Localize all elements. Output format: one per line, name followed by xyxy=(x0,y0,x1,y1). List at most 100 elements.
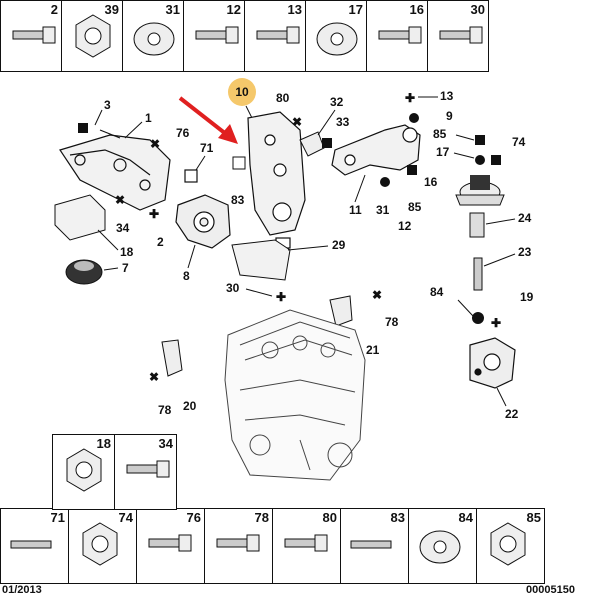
part-number: 74 xyxy=(118,510,133,525)
callout-84: 84 xyxy=(430,285,444,299)
nut-icon xyxy=(75,14,111,58)
callout-33: 33 xyxy=(336,115,350,129)
x-marker: ✖ xyxy=(150,137,160,151)
bolt-icon xyxy=(378,26,422,44)
part-cell[interactable]: 16 xyxy=(366,0,428,72)
callout-2: 2 xyxy=(157,235,164,249)
part-cell[interactable]: 80 xyxy=(272,508,341,584)
part-cell[interactable]: 30 xyxy=(427,0,489,72)
square-marker xyxy=(78,123,88,133)
part-cell[interactable]: 85 xyxy=(476,508,545,584)
callout-12: 12 xyxy=(398,219,412,233)
callout-78b: 78 xyxy=(158,403,172,417)
callout-23: 23 xyxy=(518,245,532,259)
part-cell[interactable]: 31 xyxy=(122,0,184,72)
part-cell[interactable]: 71 xyxy=(0,508,69,584)
part-cell[interactable]: 12 xyxy=(183,0,245,72)
part-number: 78 xyxy=(254,510,269,525)
spacer-24 xyxy=(469,212,485,238)
rubber-mount-7 xyxy=(65,259,103,285)
callout-17: 17 xyxy=(436,145,450,159)
washer-icon xyxy=(133,22,175,56)
part-number: 17 xyxy=(348,2,363,17)
stud-23 xyxy=(473,257,483,291)
clip-32 xyxy=(299,131,325,157)
engine-block xyxy=(224,309,366,481)
part-number: 84 xyxy=(458,510,473,525)
x-marker: ✖ xyxy=(372,288,382,302)
plate-29 xyxy=(231,239,291,281)
washer-icon xyxy=(316,22,358,56)
nut-icon xyxy=(490,522,526,566)
x-marker: ✖ xyxy=(149,370,159,384)
callout-21: 21 xyxy=(366,343,380,357)
plus-marker: ✚ xyxy=(149,207,159,221)
part-number: 85 xyxy=(526,510,541,525)
callout-3: 3 xyxy=(104,98,111,112)
nut-icon xyxy=(66,448,102,492)
highlight-arrow xyxy=(178,96,238,144)
highlight-badge xyxy=(228,78,256,106)
part-number: 34 xyxy=(158,436,173,451)
nut-icon xyxy=(82,522,118,566)
callout-22: 22 xyxy=(505,407,519,421)
square-marker xyxy=(491,155,501,165)
callout-7: 7 xyxy=(122,261,129,275)
callout-16: 16 xyxy=(424,175,438,189)
callout-1: 1 xyxy=(145,111,152,125)
part-number: 18 xyxy=(96,436,111,451)
part-number: 12 xyxy=(226,2,241,17)
bolt-icon xyxy=(284,534,328,552)
part-number: 31 xyxy=(165,2,180,17)
stud-icon xyxy=(10,540,52,549)
callout-34: 34 xyxy=(116,221,130,235)
footer-date: 01/2013 xyxy=(2,584,42,596)
callout-80: 80 xyxy=(276,91,290,105)
callout-31: 31 xyxy=(376,203,390,217)
part-cell[interactable]: 74 xyxy=(68,508,137,584)
bracket-18 xyxy=(54,194,106,241)
part-cell[interactable]: 84 xyxy=(408,508,477,584)
plus-marker: ✚ xyxy=(276,290,286,304)
part-number: 83 xyxy=(390,510,405,525)
callout-30: 30 xyxy=(226,281,240,295)
part-number: 71 xyxy=(50,510,65,525)
part-number: 39 xyxy=(104,2,119,17)
part-cell[interactable]: 13 xyxy=(244,0,306,72)
bracket-21 xyxy=(329,295,353,327)
washer-icon xyxy=(419,530,461,564)
part-number: 80 xyxy=(322,510,337,525)
plus-marker: ✚ xyxy=(491,316,501,330)
part-cell[interactable]: 83 xyxy=(340,508,409,584)
part-cell[interactable]: 18 xyxy=(52,434,115,510)
callout-9: 9 xyxy=(446,109,453,123)
callout-20: 20 xyxy=(183,399,197,413)
torque-arm xyxy=(331,124,421,176)
square-marker xyxy=(232,156,246,170)
callout-85: 85 xyxy=(408,200,422,214)
footer-code: 00005150 xyxy=(526,584,575,596)
callout-18: 18 xyxy=(120,245,134,259)
callout-10: 10 xyxy=(235,85,249,99)
bolt-icon xyxy=(216,534,260,552)
part-cell[interactable]: 17 xyxy=(305,0,367,72)
part-number: 2 xyxy=(50,2,58,17)
callout-78: 78 xyxy=(385,315,399,329)
callout-29: 29 xyxy=(332,238,346,252)
stud-icon xyxy=(350,540,392,549)
callout-85b: 85 xyxy=(433,127,447,141)
part-cell[interactable]: 34 xyxy=(114,434,177,510)
x-marker: ✖ xyxy=(115,193,125,207)
part-cell[interactable]: 2 xyxy=(0,0,62,72)
callout-8: 8 xyxy=(183,269,190,283)
callout-83: 83 xyxy=(231,193,245,207)
callout-32: 32 xyxy=(330,95,344,109)
part-number: 76 xyxy=(186,510,201,525)
dot-marker xyxy=(472,312,484,324)
part-number: 13 xyxy=(287,2,302,17)
callout-76: 76 xyxy=(176,126,190,140)
lower-mount-22 xyxy=(469,337,516,389)
main-mount-bracket xyxy=(247,111,306,249)
square-marker xyxy=(407,165,417,175)
